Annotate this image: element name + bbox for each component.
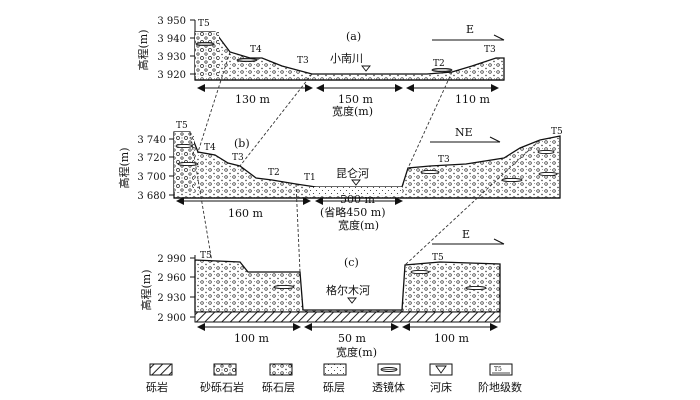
y-tick-b-2: 3 720 xyxy=(137,153,166,164)
width-a-3: 110 m xyxy=(455,93,490,106)
terrace-c-right-1: T5 xyxy=(432,253,444,263)
direction-label-b: NE xyxy=(455,126,473,139)
y-tick-b-3: 3 700 xyxy=(137,172,166,183)
correlation-lines xyxy=(189,51,541,273)
width-c-2: 50 m xyxy=(338,332,366,345)
x-axis-label-a: 宽度(m) xyxy=(332,104,373,118)
legend-label-5: 透镜体 xyxy=(372,380,405,394)
width-b-1: 160 m xyxy=(228,207,263,220)
y-tick-b-1: 3 740 xyxy=(137,135,166,146)
y-axis-label-c: 高程(m) xyxy=(139,269,153,310)
terrace-labels-a: T5 T4 T3 T2 T3 xyxy=(198,19,496,69)
terrace-b-right-2: T5 xyxy=(551,127,563,137)
terrace-b-left-2: T4 xyxy=(204,143,216,153)
river-name-a: 小南川 xyxy=(330,52,363,65)
width-c-3: 100 m xyxy=(434,332,469,345)
section-c: 2 990 2 960 2 930 2 900 高程(m) T5 T5 (c) … xyxy=(139,228,505,359)
legend-label-4: 砾层 xyxy=(323,381,345,394)
y-tick-a-3: 3 930 xyxy=(157,52,186,63)
lenses-b xyxy=(175,143,558,183)
y-tick-b-4: 3 680 xyxy=(137,191,166,202)
y-axis-ticks-b: 3 740 3 720 3 700 3 680 xyxy=(137,135,174,202)
y-tick-c-1: 2 990 xyxy=(157,254,186,265)
direction-label-a: E xyxy=(466,23,474,36)
terrace-labels-b: T5 T4 T3 T2 T1 T3 T5 xyxy=(176,121,563,183)
direction-label-c: E xyxy=(462,228,470,241)
y-axis-ticks-a: 3 950 3 940 3 930 3 920 xyxy=(157,16,195,81)
lenses-c xyxy=(273,269,487,291)
y-tick-a-2: 3 940 xyxy=(157,34,186,45)
terrace-b-left-1: T5 xyxy=(176,121,188,131)
legend-item-terrace-level: T5 阶地级数 xyxy=(478,363,522,394)
legend-label-1: 砾岩 xyxy=(146,380,168,394)
y-tick-c-3: 2 930 xyxy=(157,293,186,304)
floodplain-sand-b xyxy=(310,187,402,195)
legend: 砾岩 砂砾石岩 砾石层 砾层 透镜体 河床 T5 阶地级 xyxy=(146,363,522,394)
y-tick-a-1: 3 950 xyxy=(157,16,186,27)
width-dimensions-b: 160 m 500 m (省略450 m) xyxy=(176,193,403,220)
lenses-a xyxy=(195,41,453,73)
terrace-b-left-5: T1 xyxy=(304,173,316,183)
direction-arrow-b: NE xyxy=(430,126,501,143)
riverbed-marker-a xyxy=(361,65,371,72)
bedrock-layer-c xyxy=(194,311,501,323)
riverbed-marker-c xyxy=(347,297,357,304)
terrace-level-symbol: T5 xyxy=(494,366,502,373)
x-axis-label-b: 宽度(m) xyxy=(338,218,379,232)
conglomerate-block-a xyxy=(195,32,219,76)
x-axis-label-c: 宽度(m) xyxy=(336,345,377,359)
legend-item-conglomerate: 砾岩 xyxy=(146,363,173,394)
width-a-1: 130 m xyxy=(235,93,270,106)
panel-label-a: (a) xyxy=(346,30,361,43)
y-tick-c-2: 2 960 xyxy=(157,273,186,284)
terrace-b-right-1: T3 xyxy=(438,155,450,165)
direction-arrow-a: E xyxy=(432,23,505,41)
terrace-c-left-1: T5 xyxy=(200,251,212,261)
omitted-note-b: (省略450 m) xyxy=(320,205,386,219)
panel-label-c: (c) xyxy=(344,256,359,269)
river-name-b: 昆仑河 xyxy=(336,166,369,180)
width-dimensions-c: 100 m 50 m 100 m xyxy=(197,323,498,345)
y-axis-label-a: 高程(m) xyxy=(136,29,150,70)
legend-item-pebble-layer: 砾层 xyxy=(323,363,347,394)
legend-item-gravel-layer: 砾石层 xyxy=(262,363,295,394)
section-b: 3 740 3 720 3 700 3 680 高程(m) T5 T4 T3 T… xyxy=(117,121,563,232)
terrace-a-left-1: T5 xyxy=(198,19,210,29)
legend-item-lens-body: 透镜体 xyxy=(372,363,405,394)
width-a-2: 150 m xyxy=(338,93,373,106)
legend-label-2: 砂砾石岩 xyxy=(200,380,244,394)
legend-item-sandy-gravel-rock: 砂砾石岩 xyxy=(200,363,244,394)
direction-arrow-c: E xyxy=(432,228,505,245)
y-tick-a-4: 3 920 xyxy=(157,70,186,81)
riverbed-legend-icon xyxy=(435,365,447,374)
panel-label-b: (b) xyxy=(234,137,250,150)
terrace-a-left-2: T4 xyxy=(250,45,262,55)
legend-item-riverbed: 河床 xyxy=(429,363,453,394)
section-a: 3 950 3 940 3 930 3 920 高程(m) T5 T4 T3 T… xyxy=(136,16,505,118)
terrace-b-left-4: T2 xyxy=(268,168,280,178)
terrace-a-right-1: T2 xyxy=(433,59,445,69)
profile-a xyxy=(194,31,505,81)
width-dimensions-a: 130 m 150 m 110 m xyxy=(197,84,499,106)
riverbed-marker-b xyxy=(351,179,361,186)
legend-label-3: 砾石层 xyxy=(262,381,295,394)
terrace-a-right-2: T3 xyxy=(484,45,496,55)
y-axis-ticks-c: 2 990 2 960 2 930 2 900 xyxy=(157,254,195,324)
legend-label-7: 阶地级数 xyxy=(478,380,522,394)
terrace-a-left-3: T3 xyxy=(297,56,309,66)
legend-label-6: 河床 xyxy=(430,380,452,394)
y-tick-c-4: 2 900 xyxy=(157,313,186,324)
river-name-c: 格尔木河 xyxy=(326,283,370,297)
terrace-labels-c: T5 T5 xyxy=(200,251,444,263)
width-b-2: 500 m xyxy=(340,193,375,206)
terrace-b-left-3: T3 xyxy=(232,153,244,163)
y-axis-label-b: 高程(m) xyxy=(117,147,131,188)
width-c-1: 100 m xyxy=(234,332,269,345)
